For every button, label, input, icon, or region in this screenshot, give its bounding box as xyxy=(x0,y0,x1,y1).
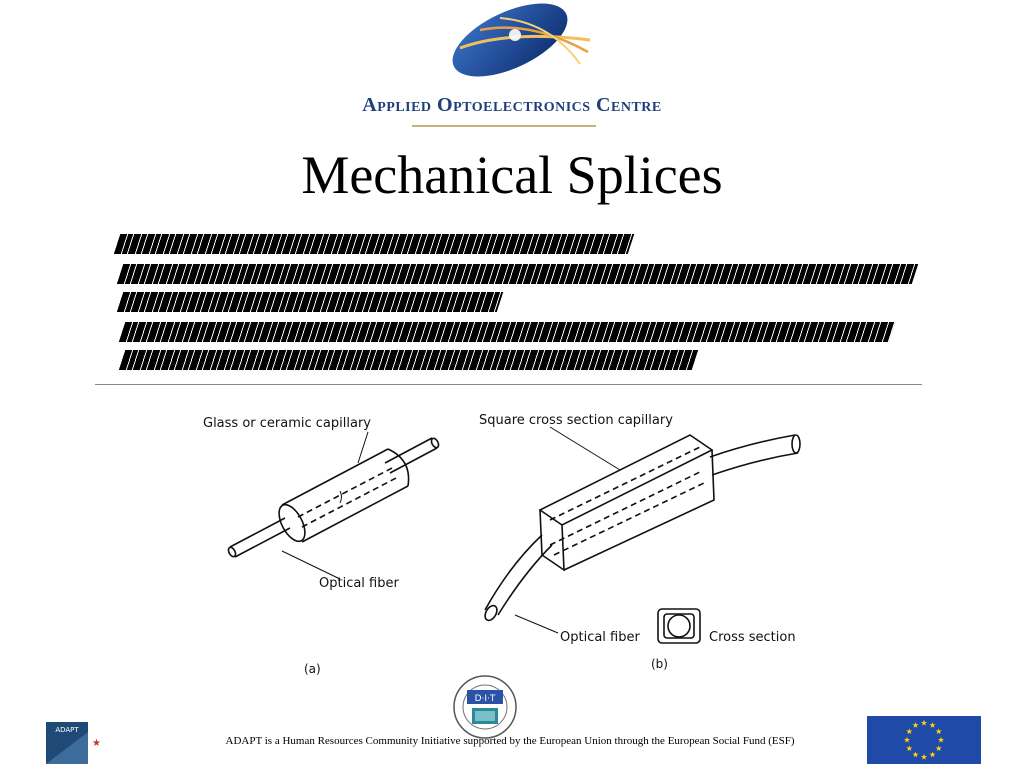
label-panel-a: (a) xyxy=(304,662,321,676)
bullet-line xyxy=(118,350,699,370)
label-optical-fiber-b: Optical fiber xyxy=(560,630,640,645)
svg-text:ADAPT: ADAPT xyxy=(55,726,79,734)
bullet-line xyxy=(118,322,896,342)
cross-section-icon xyxy=(657,608,701,644)
mechanical-splice-diagram xyxy=(227,426,801,644)
label-cross-section: Cross section xyxy=(709,630,796,645)
content-divider xyxy=(95,384,922,385)
eu-star-icon xyxy=(937,736,945,743)
eu-star-icon xyxy=(929,751,936,758)
org-name: Applied Optoelectronics Centre xyxy=(362,94,662,116)
bullet-line xyxy=(116,264,919,284)
eu-star-icon xyxy=(920,753,928,760)
capillary-a-drawing xyxy=(227,437,440,558)
label-square-capillary: Square cross section capillary xyxy=(479,413,673,428)
star-icon: ★ xyxy=(92,738,101,749)
capillary-b-drawing xyxy=(484,434,801,622)
eu-star-icon xyxy=(935,745,942,752)
aoc-swoosh-logo-icon xyxy=(452,3,591,77)
eu-star-icon xyxy=(906,728,913,735)
eu-star-icon xyxy=(912,751,919,758)
bullet-text-block xyxy=(113,234,919,370)
footer-funding-text: ADAPT is a Human Resources Community Ini… xyxy=(225,735,795,747)
bullet-line xyxy=(116,292,504,312)
label-optical-fiber-a: Optical fiber xyxy=(319,576,399,591)
slide-title: Mechanical Splices xyxy=(301,145,723,205)
eu-star-icon xyxy=(906,745,913,752)
eu-star-icon xyxy=(903,736,911,743)
eu-star-icon xyxy=(920,719,928,726)
eu-star-icon xyxy=(929,722,936,728)
dit-seal-icon: D·I·T xyxy=(453,675,517,739)
svg-text:D·I·T: D·I·T xyxy=(475,694,496,704)
bullet-line xyxy=(113,234,635,254)
eu-star-icon xyxy=(912,722,919,728)
org-divider xyxy=(412,125,596,127)
eu-flag-icon xyxy=(867,716,981,764)
label-panel-b: (b) xyxy=(651,657,668,671)
eu-star-icon xyxy=(935,728,942,735)
label-glass-capillary: Glass or ceramic capillary xyxy=(203,416,371,431)
adapt-logo-icon: ADAPT xyxy=(46,722,88,764)
